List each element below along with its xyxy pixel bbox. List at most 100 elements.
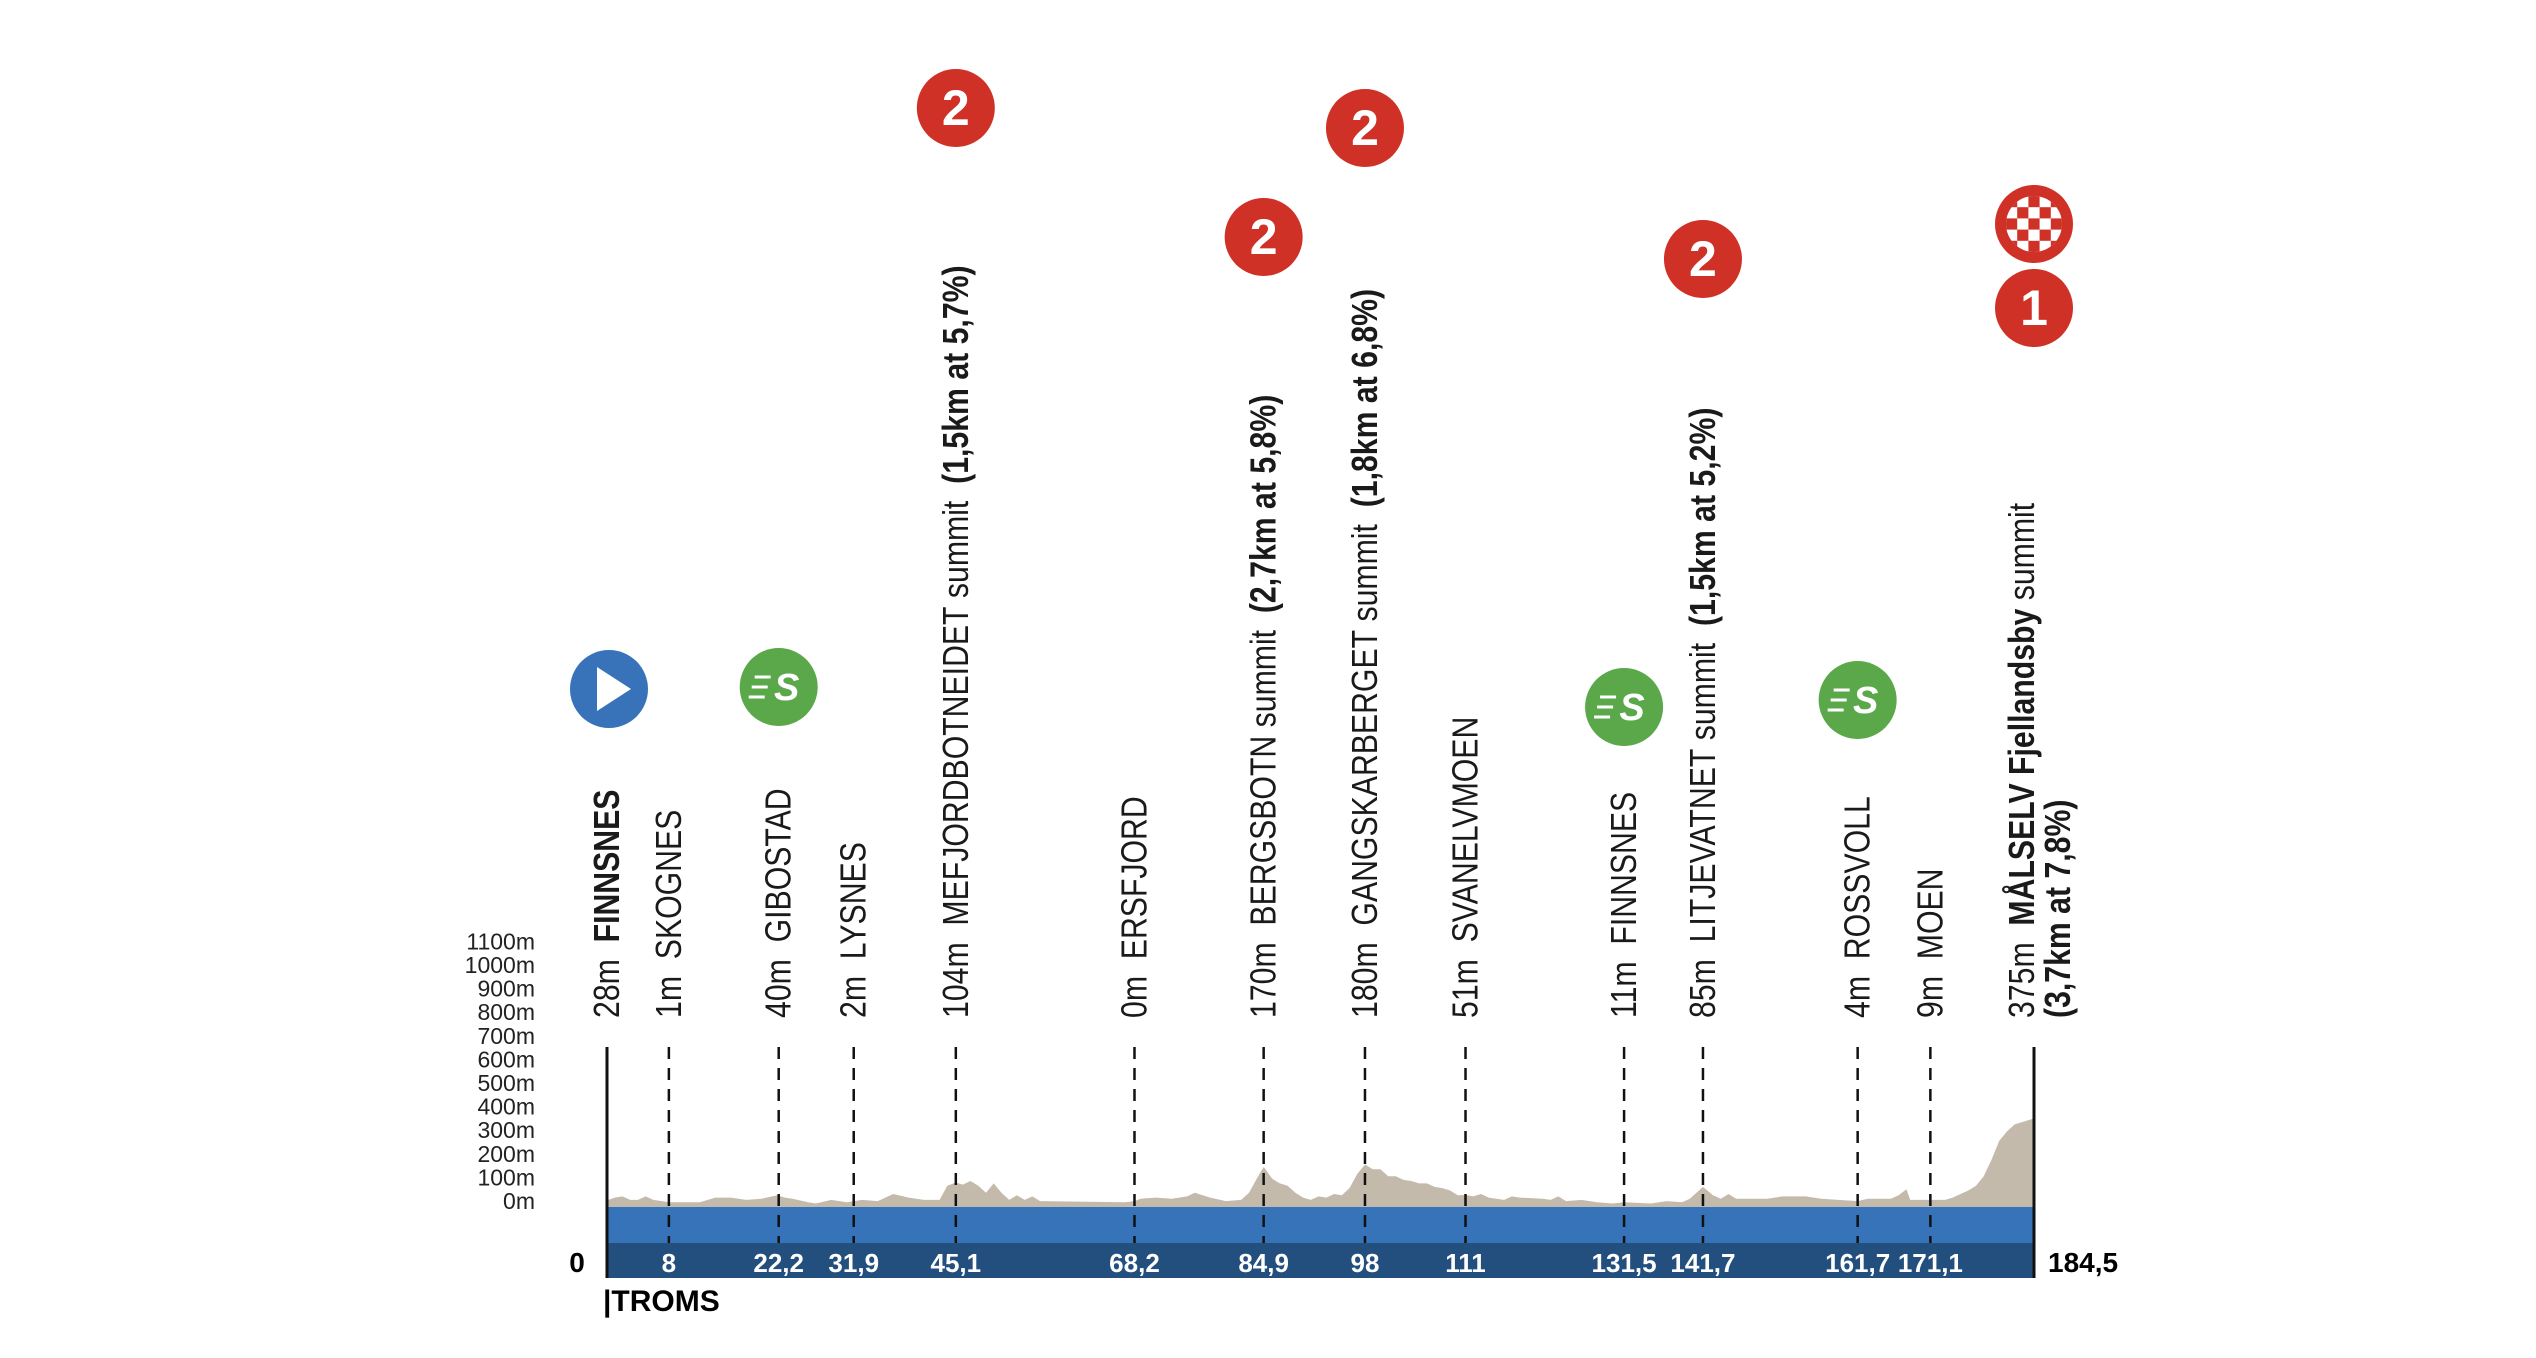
y-axis-ticks: 0m100m200m300m400m500m600m700m800m900m10… bbox=[465, 928, 535, 1214]
summit-text: summit bbox=[1244, 630, 1284, 727]
location-label: 375m MÅLSELV Fjellandsby summit(3,7km at… bbox=[2002, 503, 2079, 1018]
location-name: MOEN bbox=[1911, 868, 1951, 959]
svg-text:40m GIBOSTAD: 40m GIBOSTAD bbox=[759, 788, 799, 1018]
location-name: LYSNES bbox=[834, 842, 874, 959]
elevation-text: 104m bbox=[936, 942, 976, 1018]
location-label: 9m MOEN bbox=[1911, 868, 1951, 1018]
km-label: 111 bbox=[1445, 1248, 1486, 1278]
km-label: 98 bbox=[1351, 1248, 1380, 1278]
kom-category-icon: 2 bbox=[1325, 89, 1404, 167]
elevation-text: 85m bbox=[1684, 959, 1724, 1018]
elevation-text: 11m bbox=[1605, 961, 1645, 1018]
location-label: 2m LYSNES bbox=[834, 842, 874, 1018]
y-tick-label: 600m bbox=[477, 1046, 535, 1072]
km-label: 84,9 bbox=[1238, 1248, 1289, 1278]
y-tick-label: 400m bbox=[477, 1094, 535, 1120]
location-label: 170m BERGSBOTN summit (2,7km at 5,8%) bbox=[1244, 395, 1284, 1018]
svg-text:4m ROSSVOLL: 4m ROSSVOLL bbox=[1838, 796, 1878, 1018]
elevation-text: 180m bbox=[1346, 942, 1386, 1018]
location-label: 180m GANGSKARBERGET summit (1,8km at 6,8… bbox=[1346, 289, 1386, 1018]
sprint-icon: S bbox=[739, 648, 818, 726]
location-name: MÅLSELV Fjellandsby bbox=[2002, 608, 2043, 925]
y-tick-label: 100m bbox=[477, 1164, 535, 1190]
elevation-text: 375m bbox=[2003, 942, 2043, 1018]
sprint-icon: S bbox=[1818, 661, 1897, 739]
location-name: GIBOSTAD bbox=[759, 788, 799, 942]
location-name: SVANELVMOEN bbox=[1446, 717, 1486, 943]
location-label: 4m ROSSVOLL bbox=[1838, 796, 1878, 1018]
elevation-text: 9m bbox=[1911, 976, 1951, 1018]
svg-text:2: 2 bbox=[942, 80, 970, 136]
distance-band bbox=[607, 1243, 2034, 1278]
svg-text:11m FINNSNES: 11m FINNSNES bbox=[1605, 792, 1645, 1018]
climb-info: (1,5km at 5,7%) bbox=[936, 265, 976, 483]
location-markers: 28m FINNSNES 8 1m SKOGNES 22,2 40m GIBOSTAD 3… bbox=[588, 265, 2079, 1278]
location-name: ERSFJORD bbox=[1115, 796, 1155, 959]
road-band-top bbox=[607, 1207, 2034, 1243]
summit-text: summit bbox=[936, 501, 976, 598]
elevation-text: 170m bbox=[1244, 942, 1284, 1018]
svg-text:1: 1 bbox=[2020, 280, 2048, 336]
start-icon bbox=[570, 650, 648, 728]
location-label: 28m FINNSNES bbox=[588, 790, 628, 1018]
elevation-profile-area bbox=[607, 1118, 2034, 1207]
elevation-text: 40m bbox=[759, 959, 799, 1018]
location-name: FINNSNES bbox=[588, 790, 628, 943]
y-tick-label: 300m bbox=[477, 1117, 535, 1143]
y-tick-label: 1000m bbox=[465, 952, 535, 978]
location-label: 11m FINNSNES bbox=[1605, 792, 1645, 1018]
km-label: 31,9 bbox=[828, 1248, 879, 1278]
svg-text:2: 2 bbox=[1250, 209, 1278, 265]
kom-category-icon: 1 bbox=[1995, 269, 2073, 347]
y-tick-label: 0m bbox=[503, 1188, 535, 1214]
km-label: 68,2 bbox=[1109, 1248, 1160, 1278]
summit-text: summit bbox=[1684, 643, 1724, 740]
location-label: 104m MEFJORDBOTNEIDET summit (1,5km at 5… bbox=[936, 265, 976, 1018]
svg-text:S: S bbox=[1853, 680, 1878, 722]
svg-text:375m MÅLSELV Fjellandsby summ: 375m MÅLSELV Fjellandsby summit bbox=[2002, 503, 2043, 1018]
location-name: BERGSBOTN bbox=[1244, 736, 1284, 926]
location-label: 51m SVANELVMOEN bbox=[1446, 717, 1486, 1018]
svg-text:S: S bbox=[774, 667, 799, 709]
svg-text:(3,7km at 7,8%): (3,7km at 7,8%) bbox=[2039, 800, 2079, 1018]
location-label: 0m ERSFJORD bbox=[1115, 796, 1155, 1018]
location-name: FINNSNES bbox=[1605, 792, 1645, 945]
svg-text:9m MOEN: 9m MOEN bbox=[1911, 868, 1951, 1018]
y-tick-label: 1100m bbox=[466, 928, 535, 954]
svg-text:2m LYSNES: 2m LYSNES bbox=[834, 842, 874, 1018]
svg-text:S: S bbox=[1619, 687, 1644, 729]
location-name: LITJEVATNET bbox=[1684, 749, 1724, 943]
y-tick-label: 800m bbox=[477, 999, 535, 1025]
svg-text:170m BERGSBOTN summit (2,7km: 170m BERGSBOTN summit (2,7km at 5,8%) bbox=[1244, 395, 1284, 1018]
elevation-text: 2m bbox=[834, 976, 874, 1018]
location-name: SKOGNES bbox=[649, 810, 689, 960]
km-label: 171,1 bbox=[1898, 1248, 1963, 1278]
location-name: ROSSVOLL bbox=[1838, 796, 1878, 959]
km-label: 22,2 bbox=[753, 1248, 804, 1278]
svg-text:2: 2 bbox=[1689, 231, 1717, 287]
climb-info: (2,7km at 5,8%) bbox=[1244, 395, 1284, 613]
km-label: 131,5 bbox=[1592, 1248, 1657, 1278]
kom-category-icon: 2 bbox=[1663, 220, 1742, 298]
svg-text:180m GANGSKARBERGET summit (: 180m GANGSKARBERGET summit (1,8km at 6,8… bbox=[1346, 289, 1386, 1018]
y-tick-label: 500m bbox=[477, 1070, 535, 1096]
location-name: MEFJORDBOTNEIDET bbox=[936, 606, 976, 925]
summit-text: summit bbox=[1346, 524, 1386, 621]
y-tick-label: 200m bbox=[477, 1141, 535, 1167]
location-name: GANGSKARBERGET bbox=[1346, 630, 1386, 926]
elevation-text: 4m bbox=[1838, 976, 1878, 1018]
finish-flag-icon bbox=[1995, 185, 2073, 263]
svg-text:28m FINNSNES: 28m FINNSNES bbox=[588, 790, 628, 1018]
km-label: 8 bbox=[662, 1248, 676, 1278]
svg-text:1m SKOGNES: 1m SKOGNES bbox=[649, 810, 689, 1018]
kom-category-icon: 2 bbox=[916, 69, 995, 147]
climb-info: (1,5km at 5,2%) bbox=[1684, 408, 1724, 626]
location-label: 1m SKOGNES bbox=[649, 810, 689, 1018]
elevation-text: 51m bbox=[1446, 959, 1486, 1018]
region-label: |TROMS bbox=[603, 1285, 720, 1318]
km-label: 45,1 bbox=[931, 1248, 982, 1278]
y-tick-label: 700m bbox=[477, 1023, 535, 1049]
start-km-label: 0 bbox=[569, 1247, 585, 1278]
